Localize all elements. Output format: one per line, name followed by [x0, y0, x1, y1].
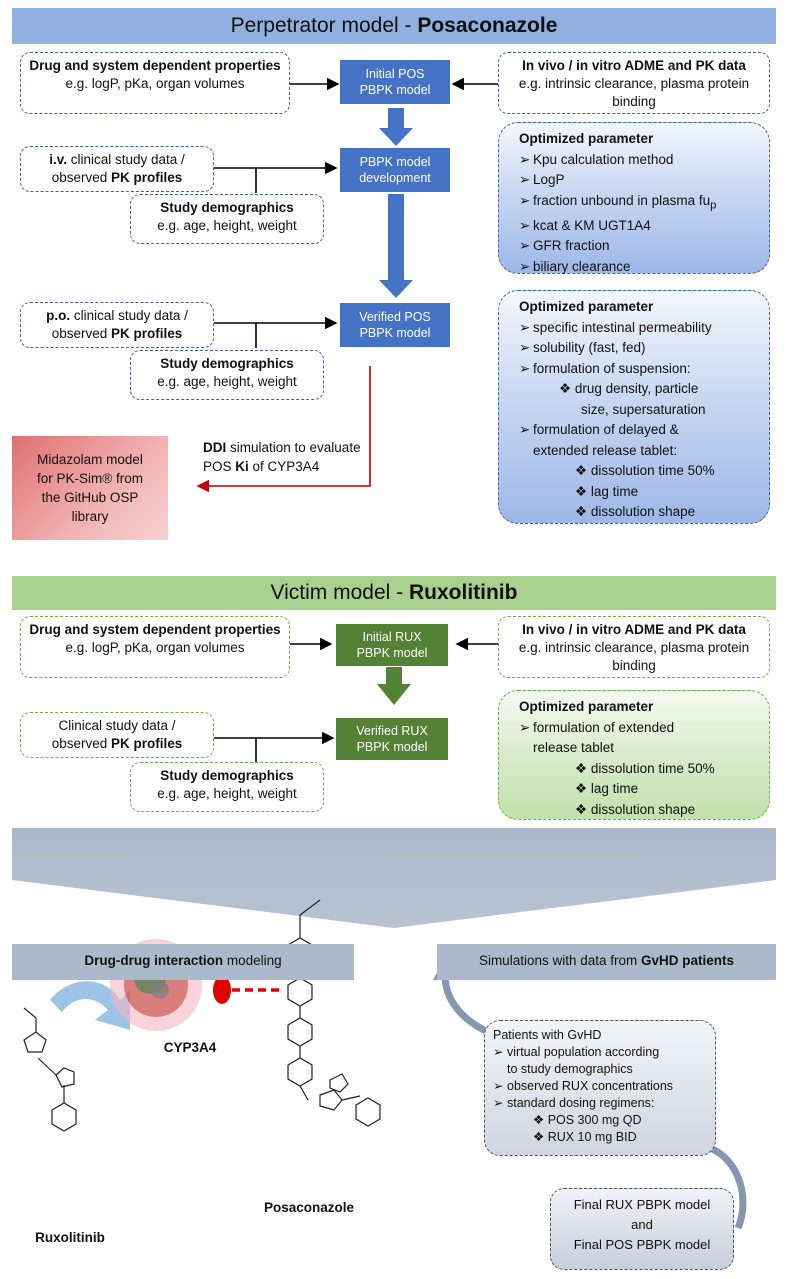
gvhd-item-1b: to study demographics [507, 1062, 633, 1076]
opt2-title: Optimized parameter [519, 299, 654, 314]
po-line2: observed [51, 326, 112, 341]
opt2-item-1: ➢specific intestinal permeability [519, 319, 712, 335]
perpetrator-banner-prefix: Perpetrator model - [230, 14, 418, 37]
curved-arrow-final [708, 1144, 747, 1230]
opt1-item-2: ➢LogP [519, 172, 565, 187]
study-demographics-box-1: Study demographics e.g. age, height, wei… [130, 194, 324, 244]
rux-study-demographics-box: Study demographics e.g. age, height, wei… [130, 762, 324, 812]
po-clinical-data-box: p.o. clinical study data / observed PK p… [20, 302, 214, 348]
gvhd-item-3: ➢standard dosing regimens: [493, 1096, 655, 1110]
verified-pos-line2: PBPK model [359, 326, 431, 340]
gvhd-item-1: ➢virtual population according [493, 1045, 660, 1059]
pos-invivo-box: In vivo / in vitro ADME and PK data e.g.… [498, 52, 770, 114]
opt1-item-5: ➢GFR fraction [519, 238, 610, 254]
gvhd-item-3a: ❖ POS 300 mg QD [533, 1113, 642, 1127]
rux-clinical-data-box: Clinical study data / observed PK profil… [20, 712, 214, 758]
gvhd-simulation-bar: Simulations with data from GvHD patients [437, 944, 776, 980]
po-line2-bold: PK profiles [111, 326, 183, 341]
block-arrow-rux-initial-to-verified [377, 667, 411, 705]
rux-opt-item-1b: release tablet [533, 740, 615, 755]
initial-pos-node: Initial POS PBPK model [340, 60, 450, 104]
opt2-item-3: ➢formulation of suspension: [519, 360, 691, 376]
iv-bold: i.v. [49, 152, 67, 167]
iv-line2: observed [51, 170, 112, 185]
opt2-item-4b: extended release tablet: [533, 442, 678, 458]
initial-pos-line1: Initial POS [365, 67, 425, 81]
perpetrator-banner-drug: Posaconazole [417, 14, 558, 37]
block-arrow-develop-to-verified [379, 194, 413, 298]
opt1-item-1: ➢Kpu calculation method [519, 151, 674, 167]
verified-pos-node: Verified POS PBPK model [340, 303, 450, 347]
optimized-parameter-box-2: Optimized parameter ➢specific intestinal… [498, 290, 770, 524]
demo1-sub: e.g. age, height, weight [157, 218, 297, 233]
opt1-title: Optimized parameter [519, 131, 654, 146]
ddi-label: DDI simulation to evaluate POS Ki of CYP… [203, 440, 361, 474]
rux-invivo-title: In vivo / in vitro ADME and PK data [522, 622, 746, 637]
victim-banner-prefix: Victim model - [270, 581, 409, 604]
rux-opt-item-b: ❖ lag time [575, 781, 639, 796]
pos-drug-properties-box: Drug and system dependent properties e.g… [20, 52, 290, 114]
opt2-item-4: ➢formulation of delayed & [519, 422, 679, 437]
opt2-item-4c: ❖ dissolution time 50% [575, 463, 715, 478]
pos-drug-properties-sub: e.g. logP, pKa, organ volumes [65, 76, 245, 91]
rux-invivo-box: In vivo / in vitro ADME and PK data e.g.… [498, 616, 770, 678]
merge-chevron [12, 828, 776, 928]
initial-pos-line2: PBPK model [359, 83, 431, 97]
rux-opt-item-c: ❖ dissolution shape [575, 801, 696, 817]
rux-drug-properties-box: Drug and system dependent properties e.g… [20, 616, 290, 678]
study-demographics-box-2: Study demographics e.g. age, height, wei… [130, 350, 324, 400]
pos-drug-properties-title: Drug and system dependent properties [29, 58, 281, 73]
iv-line2-bold: PK profiles [111, 170, 183, 185]
victim-banner-drug: Ruxolitinib [408, 581, 518, 604]
rux-opt-item-a: ❖ dissolution time 50% [575, 760, 715, 776]
po-bold: p.o. [46, 308, 71, 323]
midazolam-model-box: Midazolam model for PK-Sim® from the Git… [12, 436, 168, 540]
iv-clinical-data-box: i.v. clinical study data / observed PK p… [20, 146, 214, 192]
perpetrator-banner: Perpetrator model - Posaconazole [12, 8, 776, 44]
pos-invivo-title: In vivo / in vitro ADME and PK data [522, 58, 746, 73]
demo2-sub: e.g. age, height, weight [157, 374, 297, 389]
optimized-parameter-box-1: Optimized parameter ➢Kpu calculation met… [498, 122, 770, 274]
posaconazole-structure [287, 899, 381, 1127]
posaconazole-label: Posaconazole [263, 1200, 355, 1215]
rux-drug-properties-sub: e.g. logP, pKa, organ volumes [65, 640, 245, 655]
ruxolitinib-structure [23, 1007, 77, 1132]
gvhd-patients-box: Patients with GvHD ➢virtual population a… [484, 1020, 716, 1156]
gvhd-item-2: ➢observed RUX concentrations [493, 1079, 674, 1093]
final-models-box: Final RUX PBPK model and Final POS PBPK … [550, 1188, 734, 1270]
demo1-title: Study demographics [160, 200, 294, 215]
rux-invivo-sub: e.g. intrinsic clearance, plasma protein… [518, 640, 750, 673]
block-arrow-initial-to-develop [379, 108, 413, 146]
initial-rux-node: Initial RUX PBPK model [336, 624, 448, 666]
opt1-item-4: ➢kcat & KM UGT1A4 [519, 217, 651, 233]
opt2-item-4d: ❖ lag time [575, 483, 639, 499]
gvhd-item-3b: ❖ RUX 10 mg BID [533, 1130, 637, 1144]
opt2-item-2: ➢solubility (fast, fed) [519, 340, 646, 355]
iv-rest: clinical study data / [66, 152, 185, 167]
cyp-protein-heme [151, 981, 169, 999]
inhibition-dot [213, 976, 231, 1004]
rux-drug-properties-title: Drug and system dependent properties [29, 622, 281, 637]
cyp3a4-label: CYP3A4 [163, 1040, 217, 1055]
verified-rux-node: Verified RUX PBPK model [336, 718, 448, 760]
rux-opt-item-1: ➢formulation of extended [519, 719, 675, 735]
po-rest: clinical study data / [70, 308, 188, 323]
opt2-item-3b: size, supersaturation [581, 401, 706, 417]
pbpk-development-node: PBPK model development [340, 148, 450, 192]
rux-optimized-parameter-box: Optimized parameter ➢formulation of exte… [498, 690, 770, 820]
opt1-sub-p: p [710, 199, 717, 212]
opt2-item-4e: ❖ dissolution shape [575, 504, 696, 519]
rux-cyp-curved-arrow [50, 981, 130, 1030]
opt2-item-3a: ❖ drug density, particle [559, 381, 699, 396]
ddi-modeling-bar: Drug-drug interaction modeling [12, 944, 354, 980]
opt1-item-3: ➢fraction unbound in plasma fup [519, 192, 717, 212]
opt1-item-6: ➢biliary clearance [519, 258, 631, 274]
pbpk-development-line2: development [359, 171, 431, 185]
verified-pos-line1: Verified POS [359, 310, 431, 324]
pos-invivo-sub: e.g. intrinsic clearance, plasma protein… [518, 76, 750, 109]
demo2-title: Study demographics [160, 356, 294, 371]
ruxolitinib-label: Ruxolitinib [35, 1230, 105, 1245]
pbpk-development-line1: PBPK model [359, 155, 431, 169]
victim-banner: Victim model - Ruxolitinib [12, 576, 776, 610]
